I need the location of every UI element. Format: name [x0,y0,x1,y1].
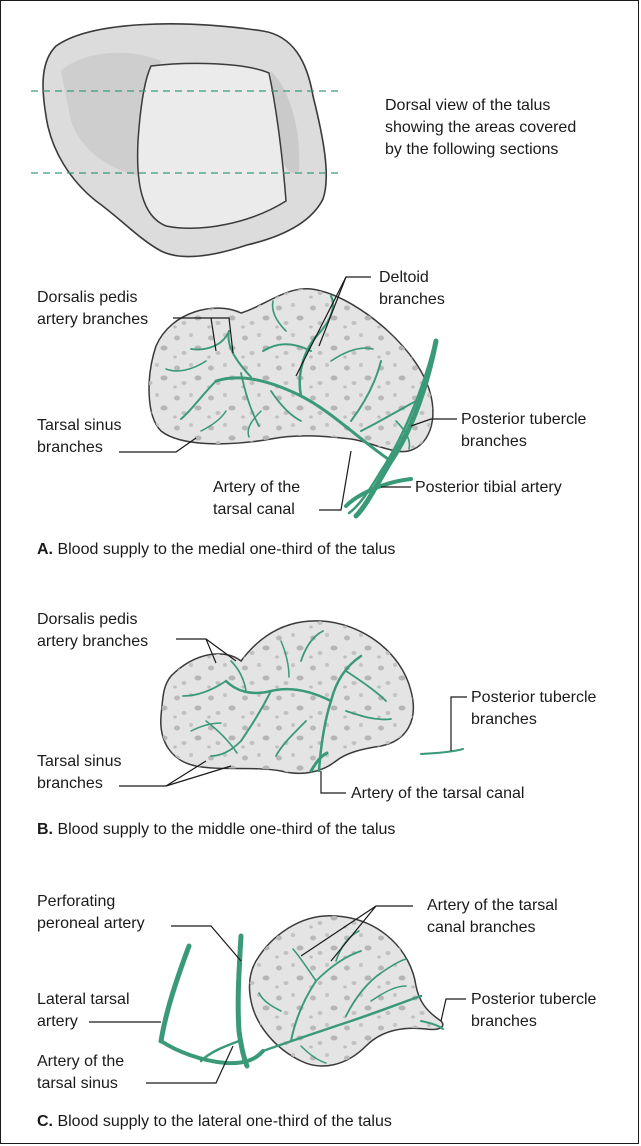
caption-c: C. Blood supply to the lateral one-third… [37,1111,392,1133]
label-c-perforating-peroneal: Perforating peroneal artery [37,891,145,935]
label-a-dorsalis-pedis: Dorsalis pedis artery branches [37,287,148,331]
label-b-posterior-tubercle: Posterior tubercle branches [471,687,596,731]
caption-a-letter: A. [37,541,53,558]
caption-a-text: Blood supply to the medial one-third of … [53,541,395,558]
label-a-deltoid: Deltoid branches [379,267,445,311]
section-b-bone [161,621,414,773]
caption-b: B. Blood supply to the middle one-third … [37,819,395,841]
label-a-tarsal-canal: Artery of the tarsal canal [213,477,300,521]
intro-text: Dorsal view of the talus showing the are… [385,95,576,161]
dorsal-talus-view [31,24,343,257]
caption-c-letter: C. [37,1113,53,1130]
section-a-bone [149,289,433,452]
label-c-tarsal-canal-branches: Artery of the tarsal canal branches [427,895,558,939]
caption-b-text: Blood supply to the middle one-third of … [53,821,395,838]
caption-c-text: Blood supply to the lateral one-third of… [53,1113,392,1130]
label-b-tarsal-sinus: Tarsal sinus branches [37,751,121,795]
caption-a: A. Blood supply to the medial one-third … [37,539,395,561]
label-a-posterior-tibial: Posterior tibial artery [415,477,562,499]
label-b-dorsalis-pedis: Dorsalis pedis artery branches [37,609,148,653]
caption-b-letter: B. [37,821,53,838]
label-a-posterior-tubercle: Posterior tubercle branches [461,409,586,453]
label-b-tarsal-canal: Artery of the tarsal canal [351,783,524,805]
section-c-bone [249,916,442,1066]
label-c-posterior-tubercle: Posterior tubercle branches [471,989,596,1033]
label-c-tarsal-sinus: Artery of the tarsal sinus [37,1051,124,1095]
label-c-lateral-tarsal: Lateral tarsal artery [37,989,130,1033]
label-a-tarsal-sinus: Tarsal sinus branches [37,415,121,459]
